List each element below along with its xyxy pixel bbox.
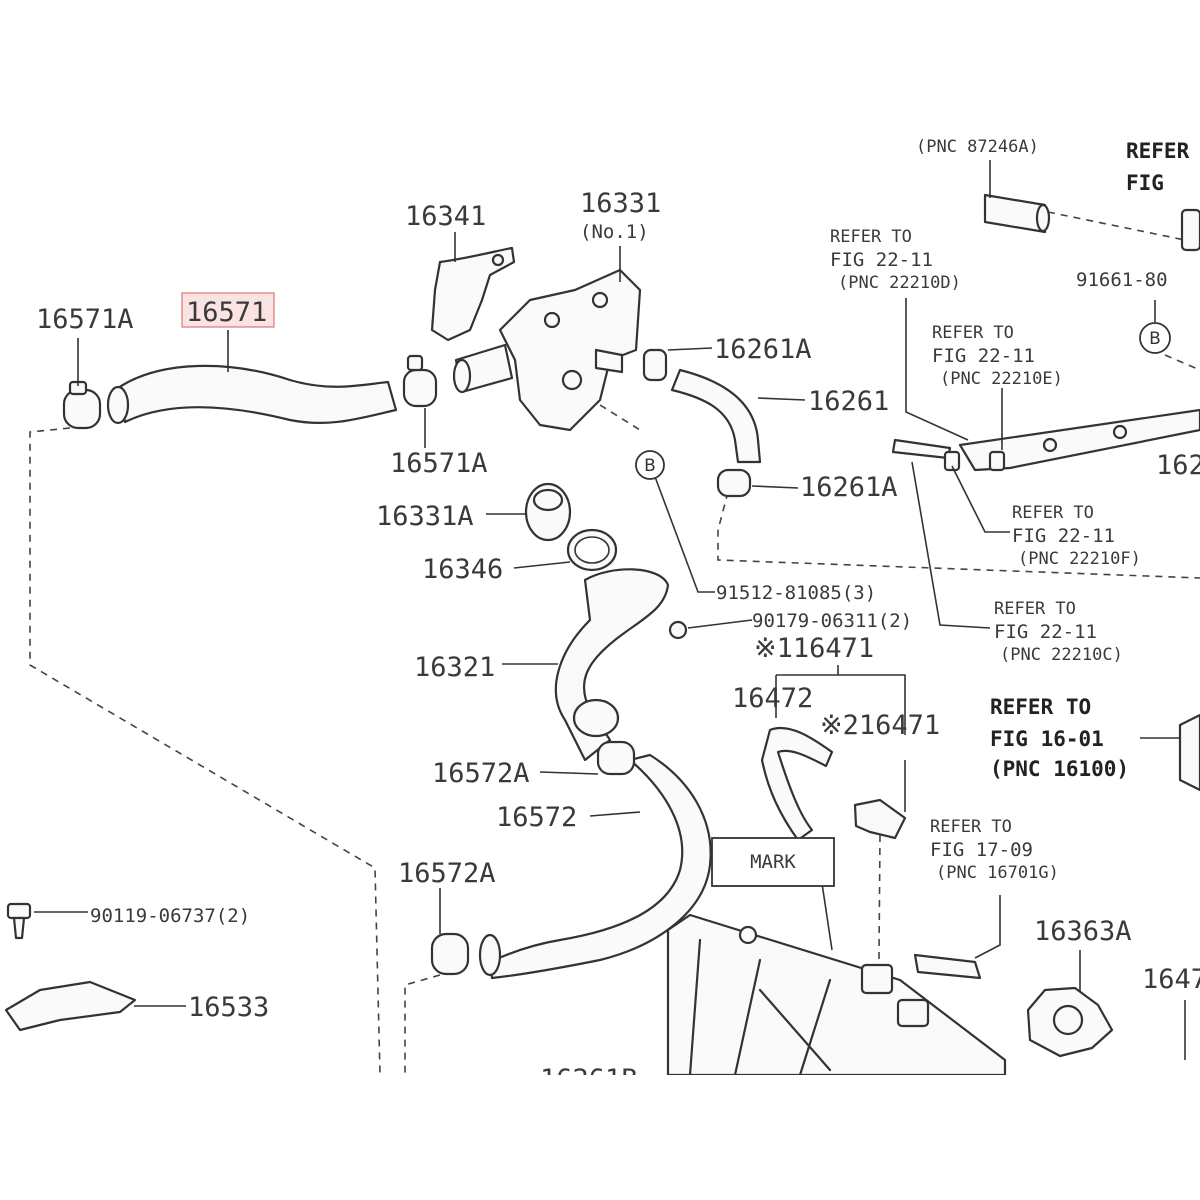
clamp-16571A-right [402,354,438,408]
label-16346: 16346 [422,554,503,585]
label-1647-partial: 1647 [1142,964,1200,995]
label-16533: 16533 [188,992,269,1023]
label-16571-highlighted: 16571 [186,297,267,328]
pipe-87246A [983,193,1051,234]
label-16571A-left: 16571A [36,304,134,335]
ref-6-line1: REFER TO [930,817,1012,837]
hose-16571 [106,364,398,425]
label-x216471: ※216471 [820,710,940,741]
bracket-16533 [4,980,137,1032]
part-216471 [853,798,907,840]
circle-marker-b-2: B [1139,322,1171,354]
label-16341: 16341 [405,201,486,232]
ref-5-line2: FIG 16-01 [990,727,1104,751]
ref-pnc-87246A: (PNC 87246A) [916,137,1039,157]
ref-6-line2: FIG 17-09 [930,839,1033,861]
hose-16261 [642,348,762,498]
ref-4-line1: REFER TO [994,599,1076,619]
hose-16472 [760,727,834,842]
part-top-right-edge [1180,208,1200,252]
ref-3-line3: (PNC 22210F) [1018,549,1141,569]
leader-lines [34,160,1186,1060]
label-16571A-center: 16571A [390,448,488,479]
label-16572: 16572 [496,802,577,833]
label-16572A-top: 16572A [432,758,530,789]
ref-5-line1: REFER TO [990,695,1091,719]
label-90179: 90179-06311(2) [752,610,912,632]
ref-1-line1: REFER TO [830,227,912,247]
label-162-partial: 162 [1156,450,1200,481]
ref-2-line2: FIG 22-11 [932,345,1035,367]
radiator [666,913,1007,1077]
thermostat-16331A [524,482,572,542]
housing-16331 [452,268,642,432]
part-right-16100 [1178,713,1200,792]
hose-16572 [430,740,712,980]
label-91512: 91512-81085(3) [716,582,876,604]
ref-3-line2: FIG 22-11 [1012,525,1115,547]
bolt-90119 [6,902,32,940]
svg-text:B: B [644,456,656,476]
label-91661-partial: 91661-80 [1076,269,1168,291]
mark-box: MARK [711,837,835,887]
ref-2-line3: (PNC 22210E) [940,369,1063,389]
label-16331A: 16331A [376,501,474,532]
label-x116471: ※116471 [754,633,874,664]
circle-marker-b-1: B [635,450,665,480]
ref-4-line2: FIG 22-11 [994,621,1097,643]
ref-6-line3: (PNC 16701G) [936,863,1059,883]
pipe-top-right [891,408,1200,472]
fan-motor-16363A [1026,986,1114,1058]
svg-text:MARK: MARK [750,851,796,873]
clamp-16571A-left [62,380,102,430]
label-16261: 16261 [808,386,889,417]
label-16331: 16331 [580,188,661,219]
ref-3-line1: REFER TO [1012,503,1094,523]
part-labels: 16571A 16571 16341 16331 (No.1) 16261A 1… [36,188,1200,1095]
ref-5-line3: (PNC 16100) [990,757,1129,781]
ref-2-line1: REFER TO [932,323,1014,343]
bottom-margin [0,1075,1200,1200]
radiator-tag [913,953,982,980]
ref-top-right-fig: FIG [1126,171,1164,195]
bracket-16341 [430,246,516,342]
reference-labels: (PNC 87246A) REFER FIG REFER TO FIG 22-1… [830,137,1190,883]
label-16331-no1: (No.1) [580,221,649,243]
label-90119: 90119-06737(2) [90,905,250,927]
ref-1-line2: FIG 22-11 [830,249,933,271]
label-16321: 16321 [414,652,495,683]
ref-1-line3: (PNC 22210D) [838,273,961,293]
label-16261A-top: 16261A [714,334,812,365]
svg-text:B: B [1149,329,1161,349]
label-16261A-bottom: 16261A [800,472,898,503]
label-16363A: 16363A [1034,916,1132,947]
gasket-16346 [566,528,618,572]
label-16572A-bottom: 16572A [398,858,496,889]
ref-top-right-refer: REFER [1126,139,1190,163]
inlet-16321 [554,568,688,762]
top-margin [0,0,1200,118]
ref-4-line3: (PNC 22210C) [1000,645,1123,665]
label-16472: 16472 [732,683,813,714]
